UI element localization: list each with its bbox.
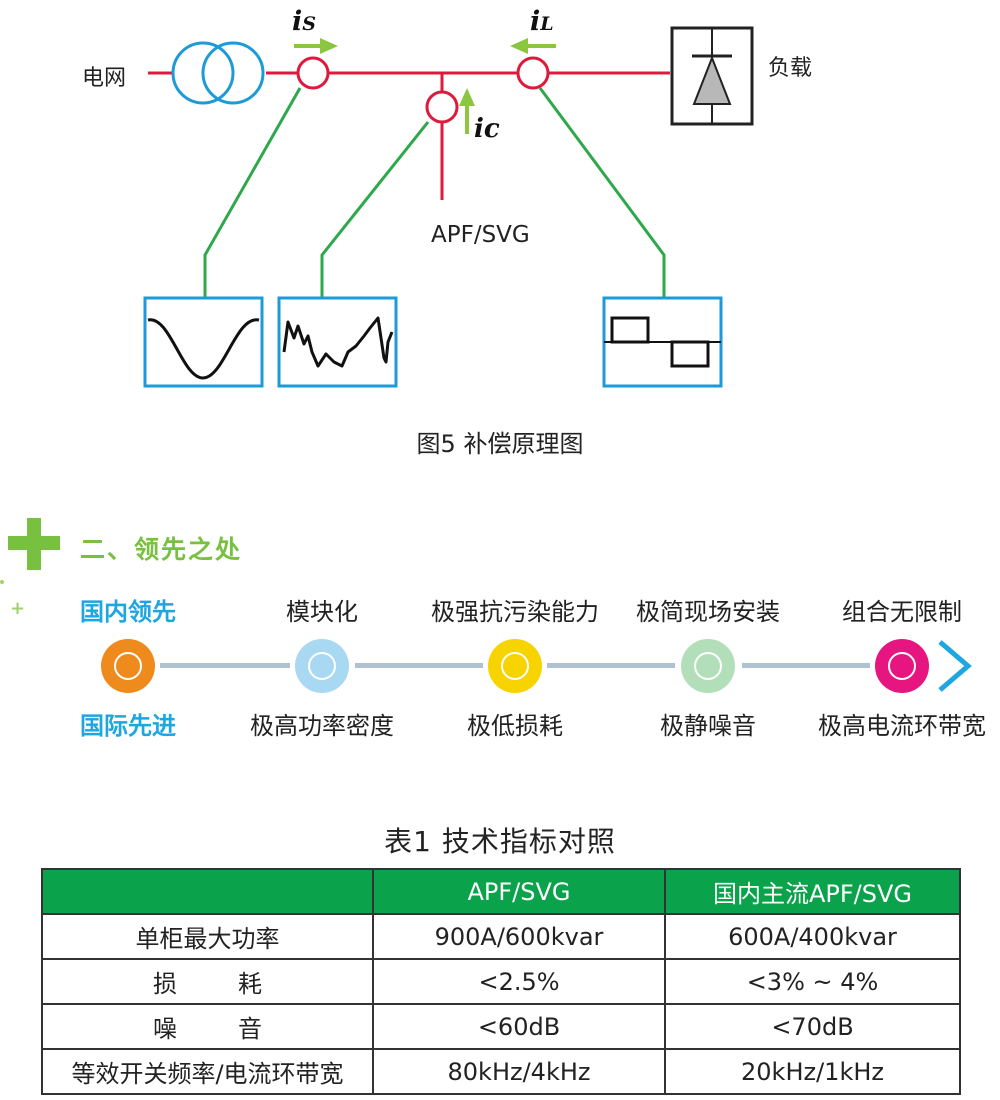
- load-rectifier-icon: [670, 26, 754, 126]
- table-cell: 20kHz/1kHz: [664, 1048, 961, 1095]
- timeline-connector: [160, 663, 290, 668]
- table-cell: 损 耗: [41, 958, 374, 1005]
- top-label-4: 组合无限制: [842, 598, 962, 626]
- figure-caption: 图5 补偿原理图: [416, 430, 584, 458]
- header-cell: 国内主流APF/SVG: [664, 868, 961, 915]
- is-current-label: iS: [292, 6, 316, 37]
- bottom-label-4: 极高电流环带宽: [818, 712, 986, 740]
- table-header-row: APF/SVG 国内主流APF/SVG: [41, 868, 961, 915]
- decor-dot: [0, 580, 4, 584]
- timeline-dot-0: [101, 639, 155, 693]
- waveform-sine-box: [143, 296, 264, 388]
- signal-lines: [203, 87, 666, 298]
- table-cell: <3% ~ 4%: [664, 958, 961, 1005]
- table-row: 等效开关频率/电流环带宽 80kHz/4kHz 20kHz/1kHz: [41, 1048, 961, 1095]
- top-label-0: 国内领先: [80, 598, 176, 626]
- small-plus-icon: +: [10, 598, 26, 619]
- header-cell: APF/SVG: [372, 868, 666, 915]
- compensation-diagram: [143, 26, 754, 388]
- signal-line-load: [538, 87, 666, 298]
- current-arrows: [294, 38, 556, 134]
- timeline-dot-2: [488, 639, 542, 693]
- table-cell: <70dB: [664, 1003, 961, 1050]
- bottom-label-3: 极静噪音: [660, 712, 756, 740]
- transformer-icon: [171, 41, 265, 105]
- table-title: 表1 技术指标对照: [384, 825, 616, 858]
- section-title: 二、领先之处: [80, 535, 243, 564]
- load-label: 负载: [768, 56, 813, 81]
- timeline-dot-4: [875, 639, 929, 693]
- top-label-1: 模块化: [286, 598, 358, 626]
- timeline-connector: [742, 663, 870, 668]
- bottom-label-2: 极低损耗: [467, 712, 563, 740]
- is-arrow-icon: [294, 38, 338, 54]
- timeline-connector: [547, 663, 675, 668]
- table-row: 噪 音 <60dB <70dB: [41, 1003, 961, 1050]
- timeline-dot-1: [295, 639, 349, 693]
- signal-line-compensation: [320, 121, 430, 298]
- table-cell: 噪 音: [41, 1003, 374, 1050]
- ic-current-label: ic: [474, 114, 500, 144]
- timeline-dot-ring-3: [694, 652, 722, 680]
- apf-svg-label: APF/SVG: [431, 222, 530, 248]
- timeline-dots: [101, 639, 972, 693]
- waveform-square-box: [602, 296, 723, 388]
- table-cell: 等效开关频率/电流环带宽: [41, 1048, 374, 1095]
- bottom-label-1: 极高功率密度: [250, 712, 394, 740]
- top-label-2: 极强抗污染能力: [431, 598, 599, 626]
- ic-arrow-icon: [459, 88, 475, 134]
- table-cell: 600A/400kvar: [664, 913, 961, 960]
- current-sensor-load: [516, 56, 550, 90]
- il-arrow-icon: [510, 38, 556, 54]
- signal-line-source: [203, 87, 302, 298]
- table-cell: <2.5%: [372, 958, 666, 1005]
- table-cell: <60dB: [372, 1003, 666, 1050]
- header-cell: [41, 868, 374, 915]
- table-cell: 80kHz/4kHz: [372, 1048, 666, 1095]
- chevron-right-icon: [938, 640, 972, 692]
- top-label-3: 极简现场安装: [636, 598, 780, 626]
- bottom-label-0: 国际先进: [80, 712, 176, 740]
- table-cell: 900A/600kvar: [372, 913, 666, 960]
- il-current-label: iL: [530, 6, 554, 37]
- table-row: 损 耗 <2.5% <3% ~ 4%: [41, 958, 961, 1005]
- grid-label: 电网: [82, 66, 127, 91]
- timeline-dot-ring-2: [501, 652, 529, 680]
- current-sensor-source: [296, 56, 330, 90]
- timeline-dot-3: [681, 639, 735, 693]
- timeline-connector: [355, 663, 483, 668]
- timeline-dot-ring-0: [114, 652, 142, 680]
- table-cell: 单柜最大功率: [41, 913, 374, 960]
- waveform-sawtooth-box: [277, 296, 398, 388]
- table-row: 单柜最大功率 900A/600kvar 600A/400kvar: [41, 913, 961, 960]
- timeline-dot-ring-1: [308, 652, 336, 680]
- current-sensor-compensation: [425, 90, 459, 124]
- timeline-dot-ring-4: [888, 652, 916, 680]
- spec-comparison-table: APF/SVG 国内主流APF/SVG 单柜最大功率 900A/600kvar …: [41, 868, 961, 1095]
